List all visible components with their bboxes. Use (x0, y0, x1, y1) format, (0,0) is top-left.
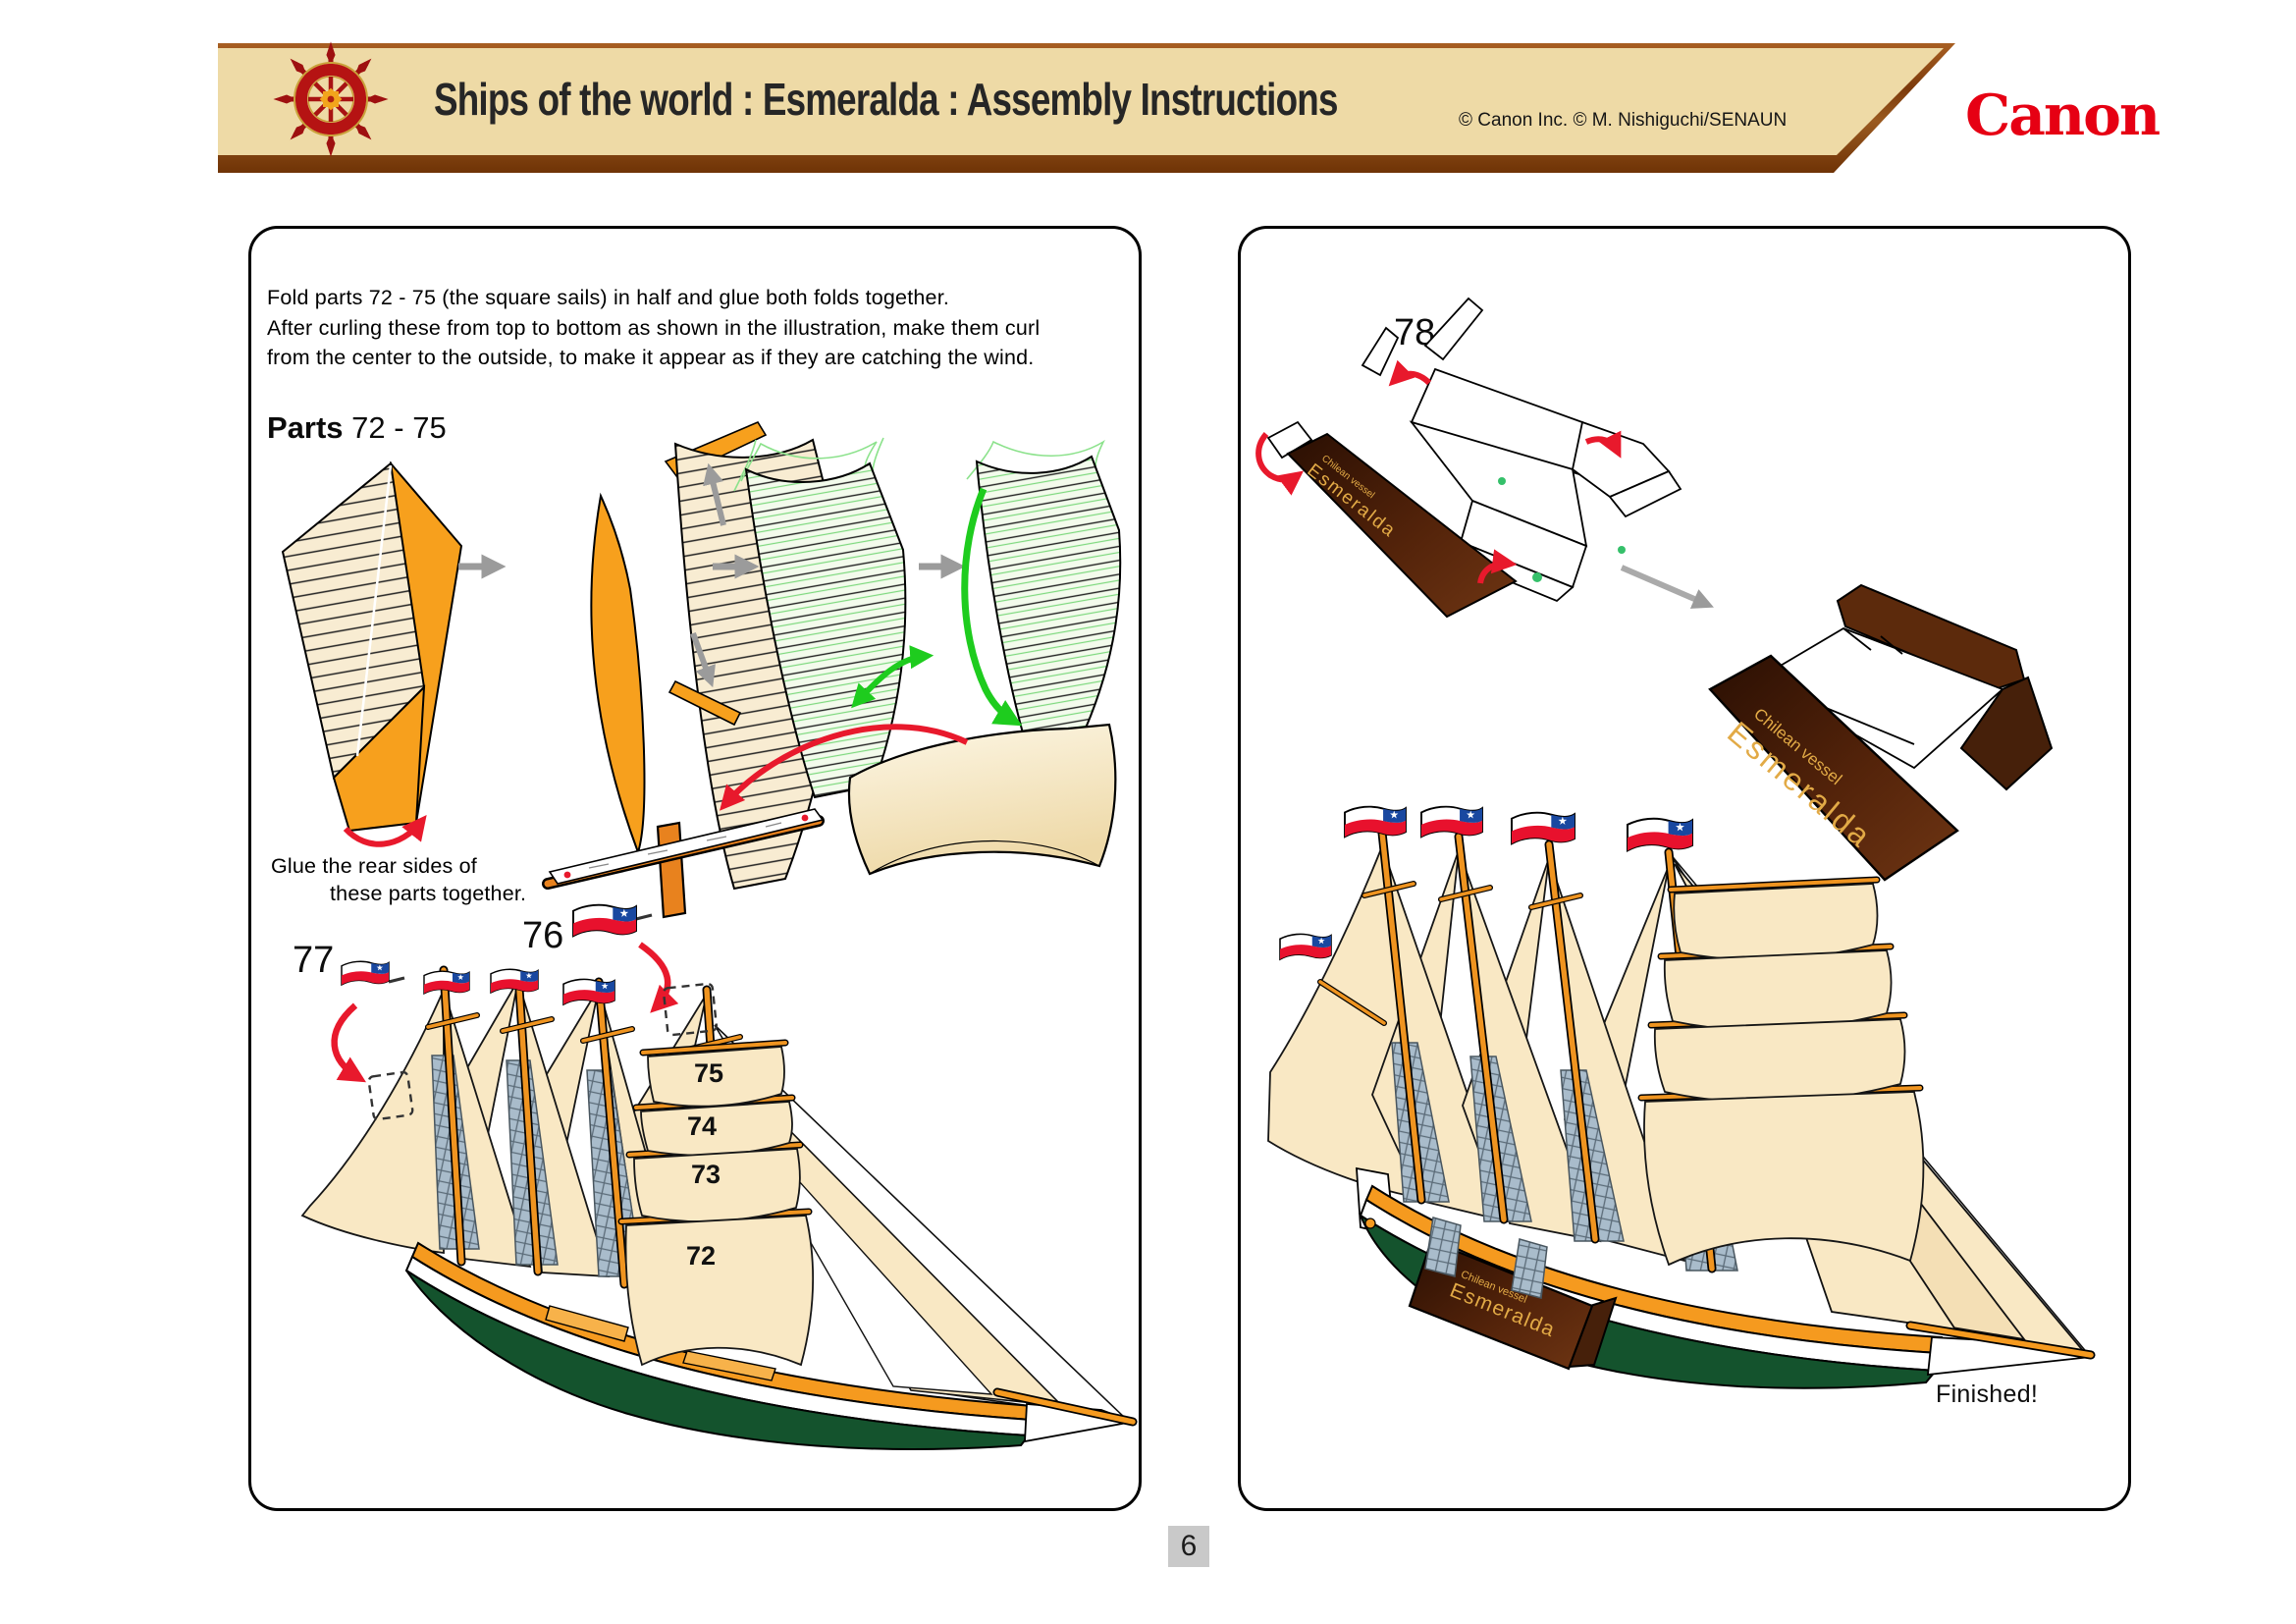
stand-unfolded-diagram: Chilean vessel Esmeralda (1255, 297, 1714, 619)
curled-sail-result (847, 723, 1117, 876)
fold-arrow-red (343, 815, 427, 847)
curl-arrow-green-large (961, 487, 1023, 727)
page-number: 6 (1168, 1526, 1209, 1567)
page-title: Ships of the world : Esmeralda : Assembl… (434, 74, 1338, 125)
header-banner (218, 41, 1955, 173)
fold-instructions: Fold parts 72 - 75 (the square sails) in… (267, 283, 1040, 373)
square-sails: 75 74 73 72 (617, 1039, 814, 1367)
parts-range: 72 - 75 (351, 410, 447, 445)
stand-unfolded-name-panel (1286, 432, 1518, 619)
glue-note-line1: Glue the rear sides of (271, 854, 477, 878)
glue-to-yard-arrow (720, 724, 969, 811)
fold-step-1 (281, 460, 463, 847)
part-76-label: 76 (522, 915, 563, 956)
ship-wheel-icon (273, 41, 389, 157)
bowsprit (994, 1389, 1136, 1425)
deck-details (545, 1305, 776, 1381)
curl-arrow-green-small (851, 645, 934, 709)
parts-range-label: Parts 72 - 75 (267, 410, 447, 446)
finished-fore-aft-sails (1267, 845, 1686, 1263)
left-ship-diagram: 75 74 73 72 77 76 (293, 903, 1138, 1450)
stand-unfolded-flaps (1266, 297, 1682, 603)
sail-folding-steps (281, 420, 1122, 919)
sail-label-74: 74 (687, 1111, 717, 1141)
finished-ship-diagram: Chilean vessel Esmeralda (1267, 805, 2096, 1389)
part-76-group: 76 (522, 903, 719, 1037)
instruction-line-2: After curling these from top to bottom a… (267, 315, 1041, 340)
instruction-line-1: Fold parts 72 - 75 (the square sails) in… (267, 286, 950, 309)
part-76-arrow (638, 942, 679, 1013)
stand-folded-diagram: Chilean vessel Esmeralda (1708, 583, 2054, 882)
copyright-text: © Canon Inc. © M. Nishiguchi/SENAUN (1459, 110, 1788, 131)
finished-square-sails (1637, 876, 1925, 1267)
sail-label-72: 72 (686, 1241, 716, 1271)
part-76-target-outline (662, 982, 719, 1037)
canon-logo: Canon (1965, 82, 2161, 148)
finished-masts (1317, 828, 1717, 1273)
masts (425, 965, 743, 1311)
part-77-arrow (331, 1002, 367, 1083)
finished-caption: Finished! (1936, 1380, 2039, 1408)
to-folded-stand-arrow (1620, 565, 1714, 609)
part-77-group: 77 (293, 940, 414, 1121)
sail-label-73: 73 (691, 1160, 721, 1189)
part-77-target-outline (367, 1070, 414, 1121)
banner-background (218, 48, 1944, 155)
stand-right-foot (1959, 676, 2054, 791)
fold-step-4 (961, 439, 1122, 756)
glue-dots (1498, 477, 1626, 582)
stand-name-panel (1708, 654, 1959, 882)
part-77-label: 77 (293, 940, 334, 981)
parts-word: Parts (267, 410, 344, 445)
sail-label-75: 75 (694, 1058, 723, 1088)
instruction-line-3: from the center to the outside, to make … (267, 346, 1035, 370)
fold-arrows-red (1255, 359, 1622, 584)
hull-green-bottom (405, 1270, 1031, 1450)
yard-assembly (542, 808, 825, 919)
glue-note-line2: these parts together. (330, 882, 527, 905)
